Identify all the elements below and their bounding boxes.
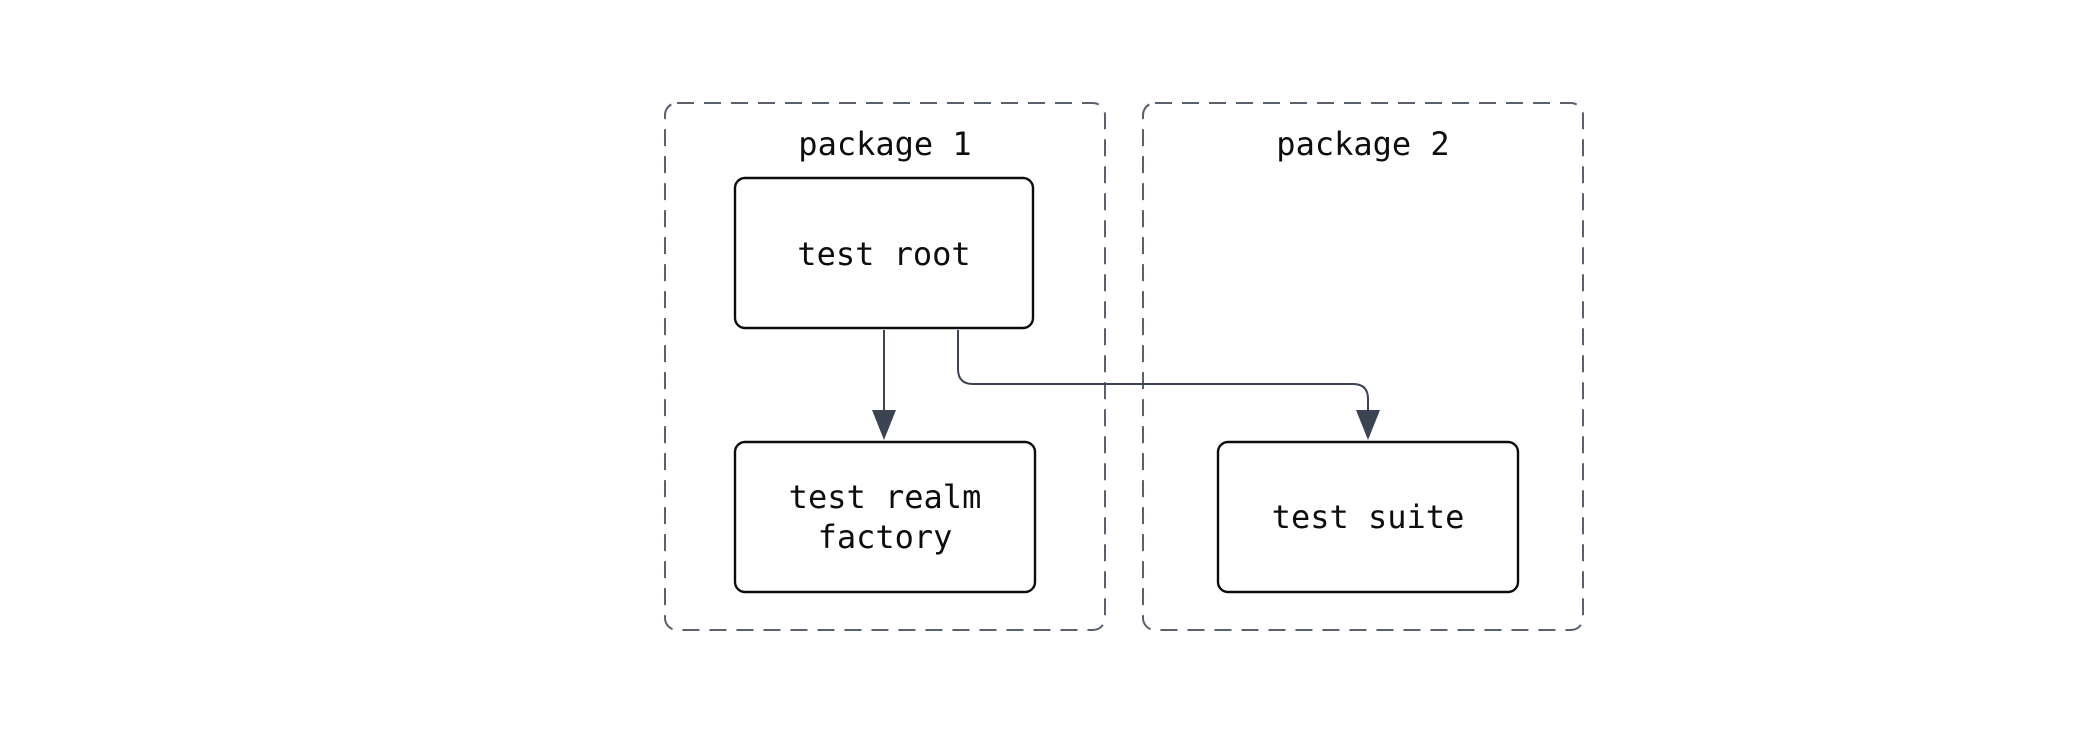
cluster-package-1: package 1 (664, 102, 1106, 631)
test-root-label: test root (797, 235, 970, 273)
package-2-label: package 2 (1276, 125, 1449, 163)
arrowhead-icon (1356, 410, 1380, 440)
test-root-box (733, 176, 1035, 330)
test-realm-factory-label-line2: factory (818, 518, 953, 556)
node-test-realm-factory: test realm factory (733, 440, 1037, 594)
test-suite-label: test suite (1272, 498, 1465, 536)
test-suite-box (1216, 440, 1520, 594)
cluster-package-2: package 2 (1142, 102, 1584, 631)
arrowhead-icon (872, 410, 896, 440)
edge-test-root-to-test-suite (957, 330, 1369, 434)
test-realm-factory-box (733, 440, 1037, 594)
test-realm-factory-label-line1: test realm (789, 478, 982, 516)
package-2-boundary (1142, 102, 1584, 631)
node-test-suite: test suite (1216, 440, 1520, 594)
package-1-label: package 1 (798, 125, 971, 163)
package-1-boundary (664, 102, 1106, 631)
node-test-root: test root (733, 176, 1035, 330)
edge-layer (872, 330, 1380, 440)
